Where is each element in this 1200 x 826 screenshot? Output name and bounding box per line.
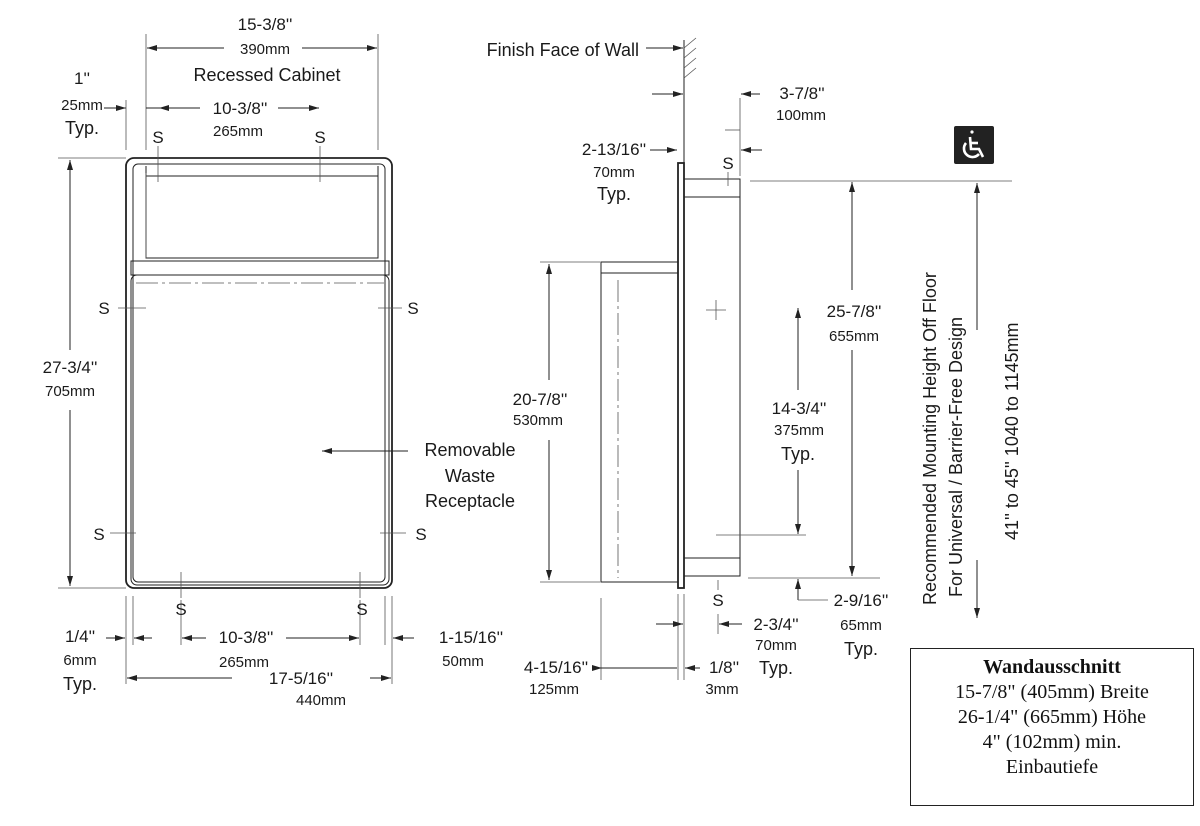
wall-hatch (683, 47, 697, 59)
wheelchair-icon (962, 130, 985, 159)
receptacle-depth-imperial: 4-15/16'' (524, 658, 588, 677)
bottom-offset-metric: 65mm (840, 617, 882, 634)
screw-label: S (98, 299, 109, 318)
mount-height-metric: 655mm (829, 328, 879, 345)
bottom-flange-typ: Typ. (63, 674, 97, 694)
side-flange (677, 162, 685, 589)
wall-label: Finish Face of Wall (487, 40, 639, 60)
cutout-height: 26-1/4" (665mm) Höhe (957, 706, 1147, 728)
bottom-screws-metric: 265mm (219, 654, 269, 671)
flange-top-metric: 70mm (593, 164, 635, 181)
receptacle-label-2: Waste (445, 466, 495, 486)
receptacle-body (130, 274, 390, 586)
flange-typ: Typ. (65, 118, 99, 138)
screw-span-typ: Typ. (781, 444, 815, 464)
screw-label: S (407, 299, 418, 318)
top-screws-metric: 265mm (213, 123, 263, 140)
wall-hatch (683, 37, 697, 49)
screw-span-imperial: 14-3/4'' (772, 399, 827, 418)
top-width-metric: 390mm (240, 41, 290, 58)
screw-label: S (175, 600, 186, 619)
side-view: Finish Face of Wall 3-7/8'' 100mm 2-13/1… (487, 37, 1012, 698)
flange-metric: 25mm (61, 97, 103, 114)
height-imperial: 27-3/4'' (43, 358, 98, 377)
receptacle-height-metric: 530mm (513, 412, 563, 429)
receptacle-depth-metric: 125mm (529, 681, 579, 698)
screw-label: S (152, 128, 163, 147)
top-screws-imperial: 10-3/8'' (213, 99, 268, 118)
cutout-depth-label: Einbautiefe (1005, 756, 1099, 778)
overall-width-imperial: 17-5/16'' (269, 669, 333, 688)
screw-span-metric: 375mm (774, 422, 824, 439)
flange-bottom-typ: Typ. (759, 658, 793, 678)
bottom-offset-typ: Typ. (844, 639, 878, 659)
depth-top-imperial: 3-7/8'' (779, 84, 824, 103)
cutout-box: Wandausschnitt 15-7/8" (405mm) Breite 26… (910, 648, 1194, 806)
flange-top-typ: Typ. (597, 184, 631, 204)
cutout-depth: 4" (102mm) min. (982, 731, 1122, 753)
screw-label: S (415, 525, 426, 544)
side-receptacle (600, 261, 679, 583)
overall-width-metric: 440mm (296, 692, 346, 709)
depth-top-metric: 100mm (776, 107, 826, 124)
cabinet-flange-outline (125, 157, 393, 589)
recessed-cabinet-label: Recessed Cabinet (193, 65, 340, 85)
receptacle-label-1: Removable (424, 440, 515, 460)
screw-label: S (722, 154, 733, 173)
flange-bottom-metric: 70mm (755, 637, 797, 654)
cutout-title: Wandausschnitt (983, 656, 1121, 678)
front-view: 15-3/8'' 390mm Recessed Cabinet 1'' 25mm… (43, 15, 516, 709)
right-gap-imperial: 1-15/16'' (439, 628, 503, 647)
wall-hatch (683, 57, 697, 69)
wall-hatch (683, 67, 697, 79)
cutout-width: 15-7/8" (405mm) Breite (955, 681, 1149, 703)
flange-thick-metric: 3mm (705, 681, 738, 698)
cabinet-opening (145, 166, 379, 259)
flange-imperial: 1'' (74, 69, 90, 88)
receptacle-height-imperial: 20-7/8'' (513, 390, 568, 409)
top-width-imperial: 15-3/8'' (238, 15, 293, 34)
mounting-line2: For Universal / Barrier-Free Design (946, 317, 966, 597)
screw-label: S (712, 591, 723, 610)
mounting-range: 41'' to 45'' 1040 to 1145mm (1002, 322, 1022, 540)
bottom-flange-imperial: 1/4'' (65, 627, 95, 646)
flange-top-imperial: 2-13/16'' (582, 140, 646, 159)
flange-thick-imperial: 1/8'' (709, 658, 739, 677)
flange-bottom-imperial: 2-3/4'' (753, 615, 798, 634)
receptacle-label-3: Receptacle (425, 491, 515, 511)
cabinet-inner-outline (132, 163, 386, 583)
height-metric: 705mm (45, 383, 95, 400)
screw-label: S (93, 525, 104, 544)
receptacle-lip (130, 260, 390, 276)
bottom-flange-metric: 6mm (63, 652, 96, 669)
bottom-offset-imperial: 2-9/16'' (834, 591, 889, 610)
mounting-height: Recommended Mounting Height Off Floor Fo… (920, 126, 1022, 618)
screw-label: S (356, 600, 367, 619)
mounting-line1: Recommended Mounting Height Off Floor (920, 272, 940, 605)
mount-height-imperial: 25-7/8'' (827, 302, 882, 321)
accessibility-icon (954, 126, 994, 164)
right-gap-metric: 50mm (442, 653, 484, 670)
bottom-screws-imperial: 10-3/8'' (219, 628, 274, 647)
side-cabinet (683, 178, 741, 577)
screw-label: S (314, 128, 325, 147)
